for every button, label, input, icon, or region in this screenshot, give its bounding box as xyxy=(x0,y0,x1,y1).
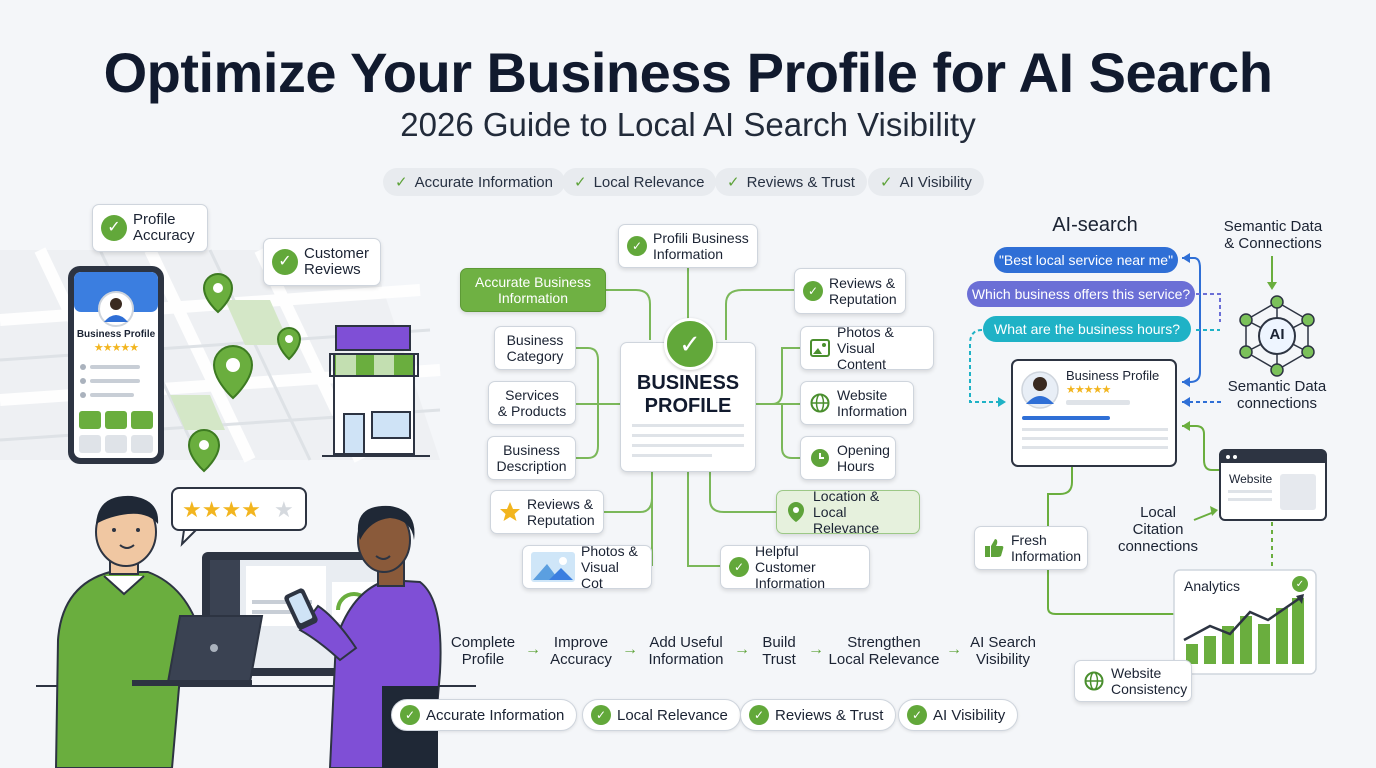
check-icon: ✓ xyxy=(574,174,587,191)
semantic-data-connections-top: Semantic Data& Connections xyxy=(1223,218,1323,252)
profile-card-illustration xyxy=(1011,359,1177,467)
right-arrowheads xyxy=(998,253,1277,516)
reviews-reputation-right-card: ✓ Reviews &Reputation xyxy=(794,268,906,314)
hub-line xyxy=(632,444,744,447)
person-left xyxy=(54,495,208,768)
arrow-right-icon: → xyxy=(946,641,962,658)
check-icon: ✓ xyxy=(395,174,408,191)
check-circle-icon: ✓ xyxy=(627,236,647,256)
profile-card-stars: ★★★★★ xyxy=(1066,384,1111,396)
photos-visual-left-card: Photos &Visual Cot xyxy=(522,543,652,591)
storefront-icon xyxy=(322,325,430,457)
top-pill-reviews-trust: ✓Reviews & Trust xyxy=(715,168,867,196)
ai-search-label: AI-search xyxy=(1052,214,1138,236)
website-window-illustration xyxy=(1219,449,1327,521)
arrow-right-icon: → xyxy=(734,641,750,658)
image-icon xyxy=(809,337,831,359)
bottom-pill-local-relevance: ✓Local Relevance xyxy=(582,699,741,731)
analytics-chart-illustration xyxy=(1173,569,1317,675)
right-connectors xyxy=(969,256,1273,615)
photos-visual-right-card: Photos &Visual Content xyxy=(800,324,934,372)
arrow-right-icon: → xyxy=(622,641,638,658)
arrow-right-icon: → xyxy=(525,641,541,658)
clock-icon xyxy=(809,447,831,469)
services-products-card: Services& Products xyxy=(488,381,576,425)
query-bubble-which-business: Which business offers this service? xyxy=(967,281,1195,307)
laptop-illustration xyxy=(132,615,264,686)
website-window-label: Website xyxy=(1229,472,1273,486)
query-bubble-business-hours: What are the business hours? xyxy=(983,316,1191,342)
globe-icon xyxy=(1083,670,1105,692)
map-pin-icon xyxy=(187,428,221,473)
map-pin-icon xyxy=(202,272,234,314)
check-circle-icon: ✓ xyxy=(729,557,749,577)
hub-line xyxy=(632,434,744,437)
location-pin-icon xyxy=(785,501,807,523)
globe-icon xyxy=(809,392,831,414)
page-title: Optimize Your Business Profile for AI Se… xyxy=(103,41,1273,104)
top-pill-accurate-information: ✓Accurate Information xyxy=(383,168,565,196)
business-profile-hub xyxy=(620,342,756,472)
star-icon xyxy=(499,501,521,523)
svg-text:★★★★: ★★★★ xyxy=(182,498,261,523)
image-icon xyxy=(531,552,575,582)
map-pin-icon xyxy=(276,326,302,361)
ai-node-label: AI xyxy=(1269,326,1285,343)
check-circle-icon: ✓ xyxy=(907,705,927,725)
check-circle-icon: ✓ xyxy=(749,705,769,725)
check-circle-icon: ✓ xyxy=(400,705,420,725)
svg-text:★: ★ xyxy=(274,498,294,523)
hub-line xyxy=(632,424,744,427)
phone-illustration xyxy=(68,266,164,464)
thumbs-up-icon xyxy=(983,537,1005,559)
phone-profile-label: Business Profile xyxy=(76,329,156,340)
ai-network-icon xyxy=(1239,295,1315,377)
check-circle-icon: ✓ xyxy=(101,215,127,241)
check-circle-icon: ✓ xyxy=(803,281,823,301)
check-circle-icon: ✓ xyxy=(591,705,611,725)
query-bubble-best-local: "Best local service near me" xyxy=(994,247,1178,273)
rating-bubble: ★★★★ ★ xyxy=(171,487,307,547)
hub-line xyxy=(632,454,712,457)
analytics-label: Analytics xyxy=(1184,578,1241,594)
arrow-right-icon: → xyxy=(808,641,824,658)
map-pin-icon xyxy=(212,344,254,400)
profile-card-title: Business Profile xyxy=(1066,368,1160,383)
check-circle-icon: ✓ xyxy=(272,249,298,275)
top-pill-local-relevance: ✓Local Relevance xyxy=(562,168,717,196)
check-icon: ✓ xyxy=(880,174,893,191)
page-subtitle: 2026 Guide to Local AI Search Visibility xyxy=(400,106,976,143)
phone-rating-stars: ★★★★★ xyxy=(93,342,139,354)
bottom-pill-ai-visibility: ✓AI Visibility xyxy=(898,699,1019,731)
top-pill-ai-visibility: ✓AI Visibility xyxy=(868,168,984,196)
hub-check-icon: ✓ xyxy=(664,318,716,370)
bottom-pill-reviews-trust: ✓Reviews & Trust xyxy=(740,699,897,731)
check-icon: ✓ xyxy=(727,174,740,191)
reviews-reputation-left-card: Reviews &Reputation xyxy=(490,490,604,534)
bottom-pill-accurate-information: ✓Accurate Information xyxy=(391,699,578,731)
analytics-check-icon: ✓ xyxy=(1292,576,1308,592)
